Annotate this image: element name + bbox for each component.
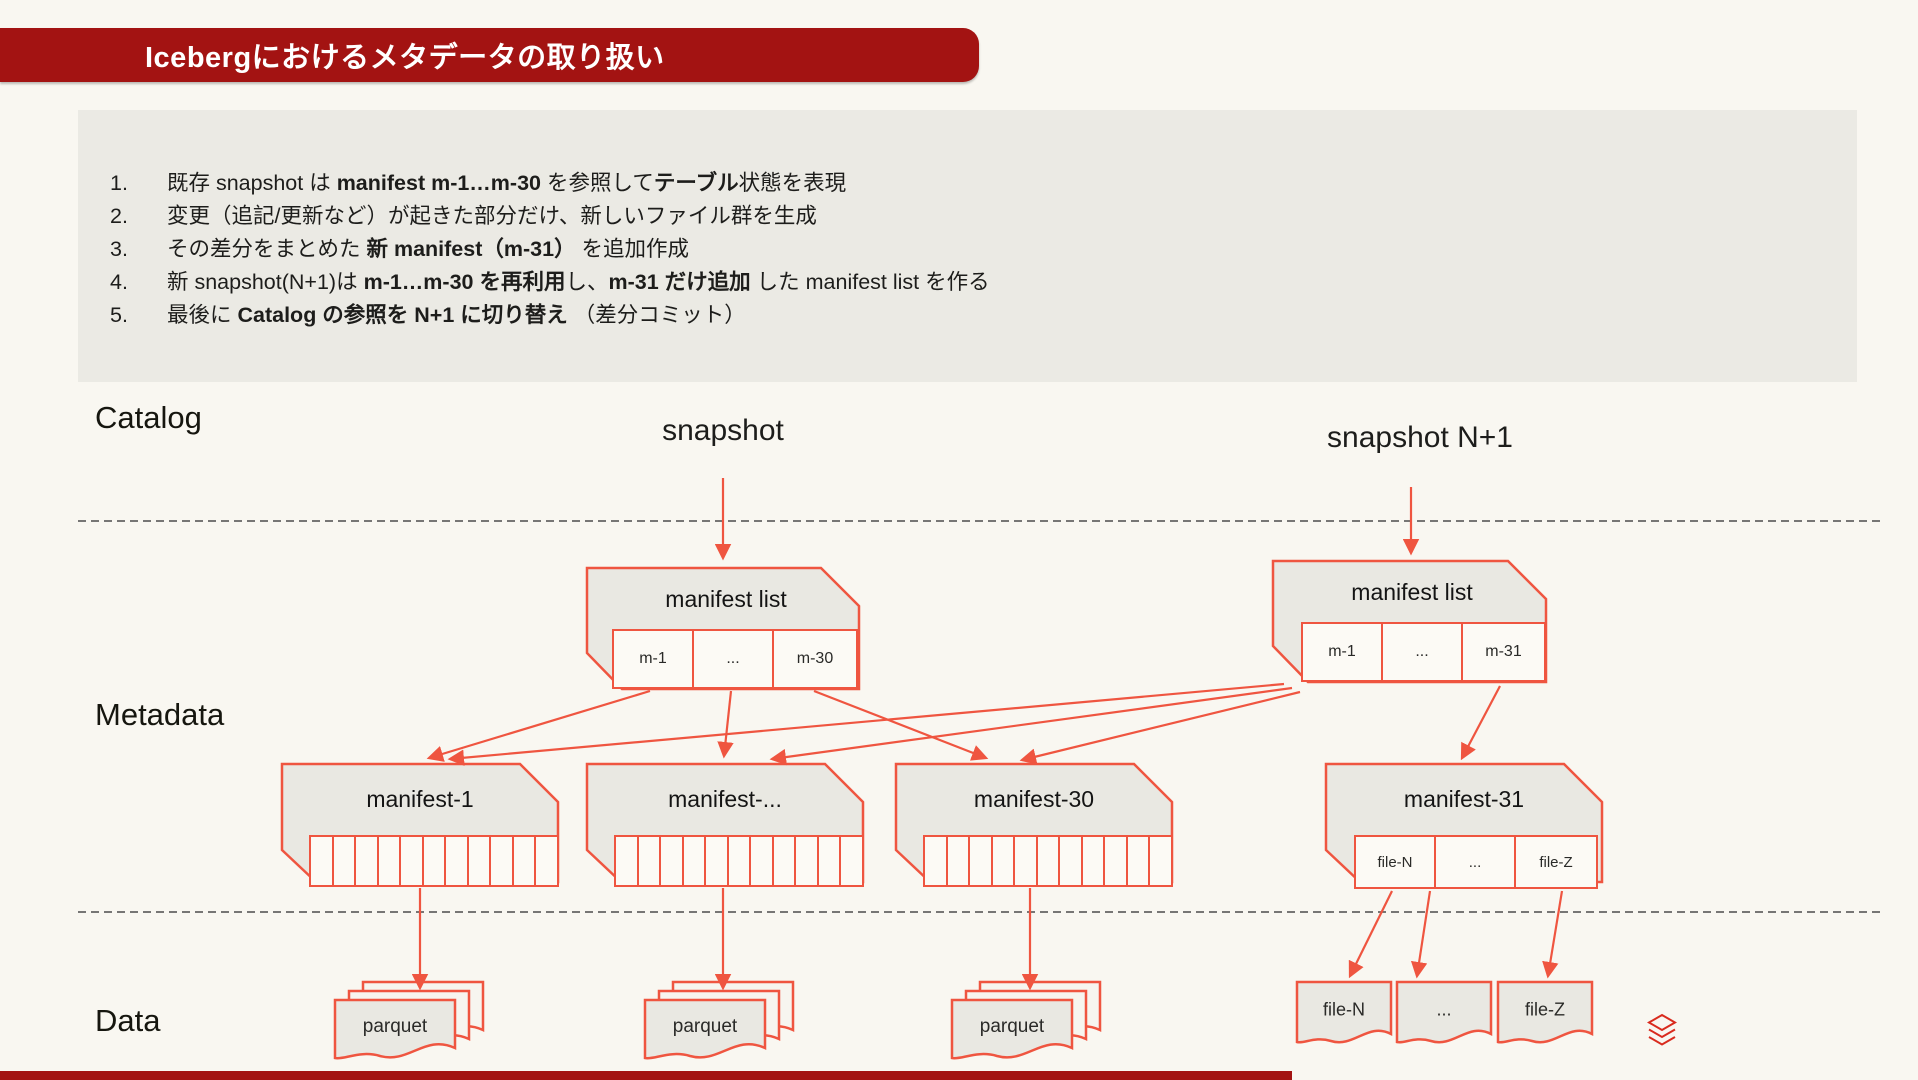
arrows <box>411 478 1564 991</box>
manifest-1-title: manifest-1 <box>366 786 474 812</box>
cell-file-n: file-N <box>1354 835 1436 889</box>
manifest-mid-entries <box>614 835 864 887</box>
snapshot-label: snapshot <box>662 414 784 447</box>
list-item-text: Catalog の参照を N+1 に切り替え <box>237 303 568 327</box>
data-file-docs <box>1295 980 1594 1044</box>
list-item-text: した manifest list を作る <box>750 270 990 294</box>
cell-m1-right: m-1 <box>1301 622 1383 682</box>
manifest-30-entries <box>923 835 1173 887</box>
parquet-label: parquet <box>362 1016 428 1037</box>
cell-mdots: ... <box>692 629 774 689</box>
list-item-text: （差分コミット） <box>567 303 746 327</box>
page-title: Icebergにおけるメタデータの取り扱い <box>145 42 665 74</box>
list-item-number: 1. <box>110 171 128 195</box>
list-item-text: 状態を表現 <box>738 171 847 195</box>
list-item-text: 既存 snapshot は <box>167 171 337 195</box>
parquet-stack-3 <box>950 980 1102 1060</box>
arrow-filedots-cell-to-doc <box>1410 890 1432 979</box>
cell-file-dots: ... <box>1434 835 1516 889</box>
layer-label-catalog: Catalog <box>95 400 202 435</box>
list-item-text: 新 snapshot(N+1)は <box>167 270 364 294</box>
parquet-stack-2 <box>643 980 795 1060</box>
list-item-text: その差分をまとめた <box>167 237 367 261</box>
data-file-label-n: file-N <box>1322 999 1366 1020</box>
list-item-text: 変更（追記/更新など）が起きた部分だけ、新しいファイル群を生成 <box>167 204 817 228</box>
list-item: 4. 新 snapshot(N+1)は m-1…m-30 を再利用し、m-31 … <box>110 266 1817 299</box>
arrow-filez-cell-to-doc <box>1542 890 1564 979</box>
snapshot-n1-label: snapshot N+1 <box>1327 421 1513 454</box>
arrow-m1-to-manifest1 <box>426 689 651 762</box>
list-item: 3. その差分をまとめた 新 manifest（m-31） を追加作成 <box>110 233 1817 266</box>
list-item-number: 5. <box>110 303 128 327</box>
manifest-mid-title: manifest-... <box>668 786 782 812</box>
list-item: 1. 既存 snapshot は manifest m-1…m-30 を参照して… <box>110 167 1817 200</box>
list-item-text: m-31 だけ追加 <box>608 270 751 294</box>
list-item-text: を追加作成 <box>575 237 690 261</box>
layer-label-metadata: Metadata <box>95 697 225 732</box>
layers-stack-icon <box>1646 1013 1678 1046</box>
parquet-label: parquet <box>979 1016 1045 1037</box>
list-item-text: m-1…m-30 を再利用 <box>363 270 566 294</box>
arrow-rightml-to-manifestmid <box>769 686 1293 766</box>
manifest-list-right-title: manifest list <box>1351 579 1473 605</box>
list-item-text: 最後に <box>167 303 238 327</box>
data-file-label-dots: ... <box>1436 999 1452 1020</box>
cell-m31: m-31 <box>1461 622 1546 682</box>
arrow-m31-to-manifest31 <box>1460 685 1501 761</box>
parquet-label: parquet <box>672 1016 738 1037</box>
arrow-mdots-to-manifestmid <box>717 690 734 759</box>
arrow-rightml-to-manifest1 <box>447 682 1285 766</box>
bottom-accent-bar <box>0 1071 1292 1080</box>
list-item-number: 4. <box>110 270 128 294</box>
cell-m1: m-1 <box>612 629 694 689</box>
arrow-filen-cell-to-doc <box>1348 890 1393 979</box>
cell-mdots-right: ... <box>1381 622 1463 682</box>
list-item-number: 2. <box>110 204 128 228</box>
manifest-list-left-title: manifest list <box>665 586 787 612</box>
list-item-text: 新 manifest（m-31） <box>366 237 576 261</box>
cell-m30: m-30 <box>772 629 858 689</box>
parquet-stack-1 <box>333 980 485 1060</box>
list-item-text: テーブル <box>653 171 739 195</box>
layer-label-data: Data <box>95 1003 161 1038</box>
cell-file-z: file-Z <box>1514 835 1598 889</box>
manifest-31-title: manifest-31 <box>1403 786 1525 812</box>
list-item: 2. 変更（追記/更新など）が起きた部分だけ、新しいファイル群を生成 <box>110 200 1817 233</box>
manifest-30-title: manifest-30 <box>973 786 1095 812</box>
list-item-text: manifest m-1…m-30 <box>336 171 542 195</box>
arrow-m30-to-manifest30 <box>813 689 989 761</box>
slide-title-bar: Icebergにおけるメタデータの取り扱い <box>0 28 979 82</box>
list-item-number: 3. <box>110 237 128 261</box>
list-item-text: を参照して <box>541 171 654 195</box>
manifest-1-entries <box>309 835 559 887</box>
list-item: 5. 最後に Catalog の参照を N+1 に切り替え （差分コミット） <box>110 299 1817 332</box>
list-item-text: し、 <box>565 270 609 294</box>
data-file-label-z: file-Z <box>1525 999 1565 1020</box>
steps-panel: 1. 既存 snapshot は manifest m-1…m-30 を参照して… <box>78 110 1857 382</box>
arrow-rightml-to-manifest30 <box>1019 690 1301 765</box>
